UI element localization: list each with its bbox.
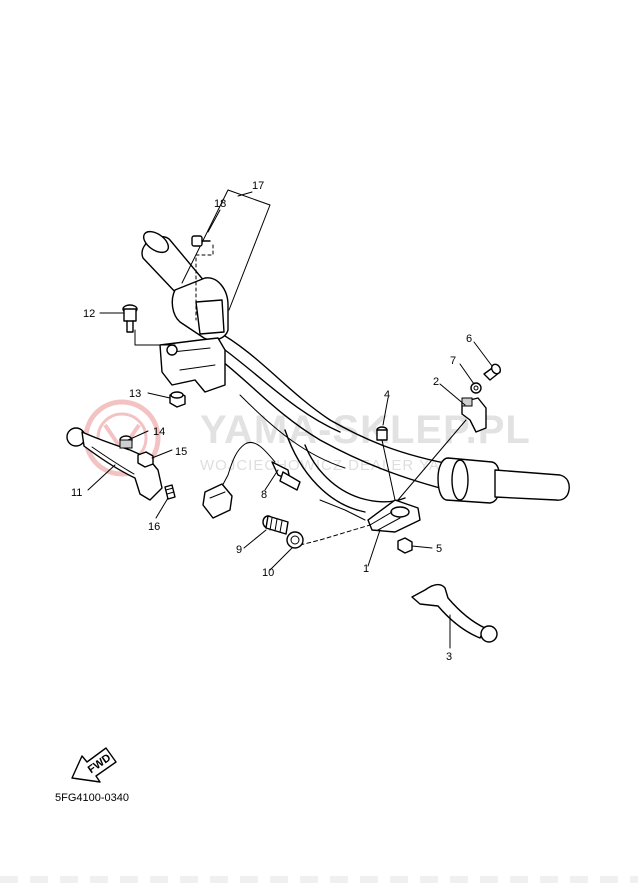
- callouts: 1 2 3 4 5 6 7 8 9 10 11 12 13 14 15 16 1…: [71, 180, 472, 663]
- part-16-screw: [164, 484, 176, 500]
- diagram-code: 5FG4100-0340: [55, 792, 129, 804]
- bottom-strip: [0, 876, 638, 883]
- part-4-bolt: [376, 426, 396, 501]
- part-6-screw: [483, 363, 502, 381]
- part-7-washer: [470, 382, 482, 394]
- callout-5: 5: [436, 543, 442, 555]
- part-1-holder: [367, 499, 421, 533]
- part-5-nut: [397, 537, 413, 554]
- part-11-lever: [66, 427, 163, 501]
- callout-2: 2: [433, 376, 439, 388]
- part-13-nut: [169, 391, 186, 408]
- callout-13: 13: [129, 388, 141, 400]
- callout-12: 12: [83, 308, 95, 320]
- fwd-arrow-icon: FWD: [71, 747, 117, 783]
- part-14-bolt: [119, 435, 133, 449]
- callout-17: 17: [252, 180, 264, 192]
- part-15-nut: [137, 451, 154, 468]
- part-3-lever: [411, 583, 498, 643]
- callout-7: 7: [450, 355, 456, 367]
- part-18-screw: [191, 235, 211, 247]
- callout-14: 14: [153, 426, 165, 438]
- part-12-screw: [122, 304, 138, 333]
- callout-1: 1: [363, 563, 369, 575]
- callout-16: 16: [148, 521, 160, 533]
- watermark-tagline: WOJCIECHOWICZ DEALER YAMAHA: [200, 457, 487, 474]
- callout-9: 9: [236, 544, 242, 556]
- part-2-clamp: [397, 397, 487, 501]
- callout-11: 11: [71, 487, 82, 499]
- callout-brackets: [134, 189, 371, 546]
- part-8-switch: [202, 442, 301, 519]
- callout-8: 8: [261, 489, 267, 501]
- part-10-nut: [286, 531, 304, 549]
- callout-6: 6: [466, 333, 472, 345]
- handlebar: [199, 329, 570, 513]
- callout-3: 3: [446, 651, 452, 663]
- leader-lines: [87, 191, 493, 649]
- callout-15: 15: [175, 446, 187, 458]
- callout-10: 10: [262, 567, 274, 579]
- left-grip-assembly: [141, 230, 229, 393]
- callout-4: 4: [384, 389, 390, 401]
- callout-18: 18: [214, 198, 226, 210]
- part-9-bolt: [262, 515, 289, 535]
